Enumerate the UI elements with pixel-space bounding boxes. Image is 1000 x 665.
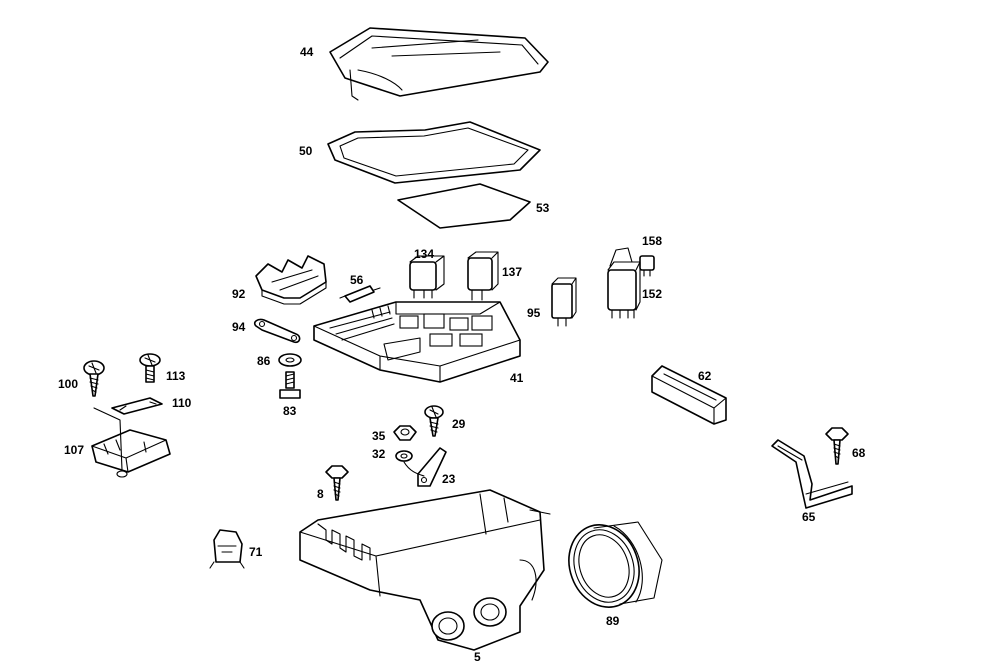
part-44-cover[interactable]	[329, 27, 549, 101]
callout-100: 100	[58, 377, 78, 391]
part-107-holder[interactable]	[91, 407, 171, 478]
callout-65: 65	[802, 510, 816, 524]
callout-35: 35	[372, 429, 386, 443]
callout-137: 137	[502, 265, 522, 279]
part-94-link-plate[interactable]	[253, 318, 301, 344]
callout-113: 113	[166, 369, 186, 383]
part-5-lower-housing[interactable]	[299, 489, 551, 651]
part-65-bracket[interactable]	[771, 439, 853, 509]
callout-158: 158	[642, 234, 662, 248]
callout-110: 110	[172, 396, 192, 410]
callout-50: 50	[299, 144, 313, 158]
part-137-relay[interactable]	[467, 251, 499, 301]
callout-44: 44	[300, 45, 314, 59]
part-41-relay-box[interactable]	[313, 301, 521, 383]
part-35-nut[interactable]	[393, 425, 417, 441]
callout-5: 5	[474, 650, 481, 664]
callout-152: 152	[642, 287, 662, 301]
callout-56: 56	[350, 273, 364, 287]
callout-32: 32	[372, 447, 386, 461]
callout-95: 95	[527, 306, 541, 320]
callout-8: 8	[317, 487, 324, 501]
part-83-bolt[interactable]	[279, 371, 301, 399]
part-134-relay[interactable]	[409, 255, 445, 299]
callout-23: 23	[442, 472, 456, 486]
callout-41: 41	[510, 371, 524, 385]
callout-62: 62	[698, 369, 712, 383]
part-56-fuse[interactable]	[339, 285, 381, 303]
part-32-washer[interactable]	[395, 450, 413, 462]
part-68-screw[interactable]	[825, 427, 849, 465]
part-23-bracket[interactable]	[403, 447, 447, 487]
callout-94: 94	[232, 320, 246, 334]
part-110-clip[interactable]	[111, 397, 163, 415]
part-8-screw[interactable]	[325, 465, 349, 501]
part-89-seal-boot[interactable]	[558, 515, 663, 617]
part-113-screw[interactable]	[139, 353, 161, 383]
part-100-screw[interactable]	[83, 360, 105, 397]
callout-83: 83	[283, 404, 297, 418]
part-29-screw[interactable]	[424, 405, 444, 437]
part-152-relay[interactable]	[607, 247, 641, 319]
callout-53: 53	[536, 201, 550, 215]
part-53-filter-pad[interactable]	[397, 183, 531, 229]
callout-92: 92	[232, 287, 246, 301]
part-158-fuse[interactable]	[639, 255, 655, 277]
callout-29: 29	[452, 417, 466, 431]
callout-71: 71	[249, 545, 263, 559]
part-50-gasket[interactable]	[327, 121, 541, 184]
callout-134: 134	[414, 247, 434, 261]
part-86-washer[interactable]	[278, 353, 302, 367]
part-71-clip[interactable]	[209, 529, 245, 569]
part-95-relay[interactable]	[551, 277, 577, 327]
callout-107: 107	[64, 443, 84, 457]
part-92-bracket[interactable]	[255, 255, 327, 305]
callout-86: 86	[257, 354, 271, 368]
part-62-mounting-rail[interactable]	[651, 365, 727, 425]
callout-68: 68	[852, 446, 866, 460]
callout-89: 89	[606, 614, 620, 628]
